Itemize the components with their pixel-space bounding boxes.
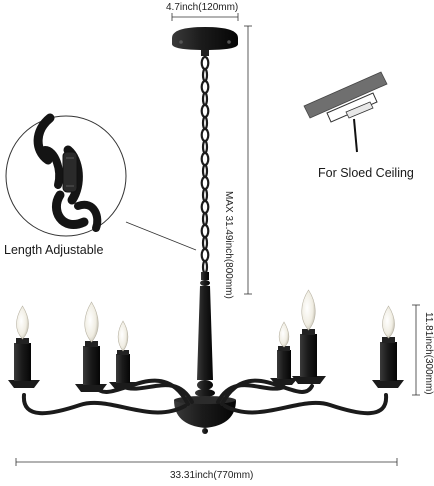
hanging-chain	[200, 55, 210, 275]
arm-height-label: 11.81inch(300mm)	[423, 312, 434, 395]
chain-length-dimension-line	[244, 25, 252, 295]
total-width-label: 33.31inch(770mm)	[170, 470, 254, 481]
arm-height-dimension-line	[412, 304, 420, 396]
chain-length-label: MAX 31.49inch(800mm)	[223, 191, 234, 299]
candle-bulbs	[16, 289, 395, 352]
ceiling-canopy	[172, 27, 238, 56]
canopy-width-label: 4.7inch(120mm)	[166, 2, 239, 13]
candle-holders	[8, 329, 404, 392]
length-adjustable-caption: Length Adjustable	[4, 243, 104, 257]
canopy-width-dimension-line	[171, 13, 239, 21]
chain-detail-magnifier	[5, 113, 197, 251]
sloped-ceiling-caption: For Sloed Ceiling	[318, 166, 414, 180]
sloped-ceiling-icon	[303, 71, 388, 153]
total-width-dimension-line	[15, 458, 398, 466]
